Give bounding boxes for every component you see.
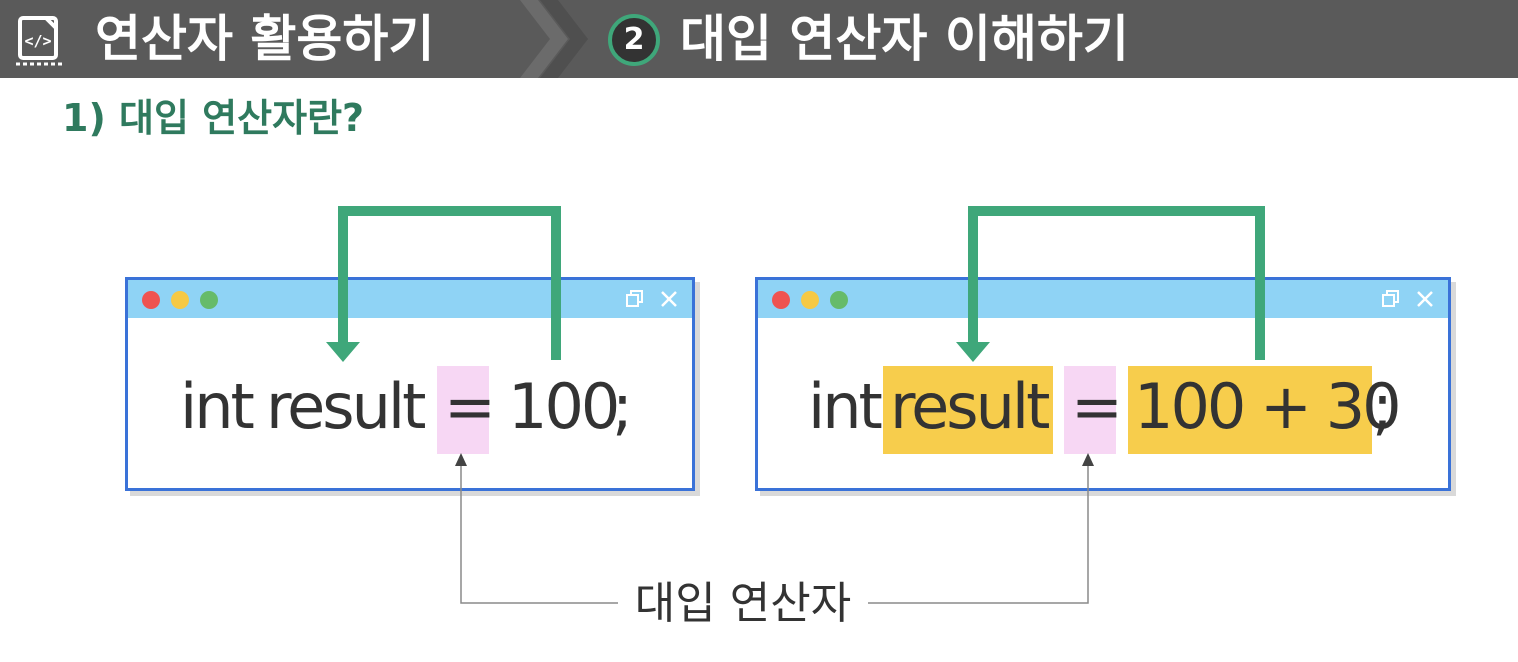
header-bar: </> 연산자 활용하기 2 대입 연산자 이해하기 [0,0,1518,78]
restore-icon [626,290,643,307]
code-value: 100 [508,370,620,443]
header-title: 연산자 활용하기 [95,10,435,68]
variable-highlight [883,366,1053,454]
close-icon [1417,291,1433,307]
maximize-dot-icon [200,291,218,309]
code-window-left: int result = 100 ; [125,277,695,491]
code-keyword-int: int [808,370,883,443]
restore-icon [1382,290,1399,307]
step-number-badge: 2 [608,14,660,66]
code-variable: result [890,370,1050,443]
code-window-right: int result = 100 + 30 ; [755,277,1451,491]
minimize-dot-icon [801,291,819,309]
step-title: 대입 연산자 이해하기 [680,10,1129,68]
expression-highlight [1128,366,1372,454]
svg-text:</>: </> [24,32,51,50]
close-dot-icon [142,291,160,309]
code-assignment-operator: = [444,370,496,443]
section-title: 1) 대입 연산자란? [62,96,365,140]
assignment-operator-caption: 대입 연산자 [618,572,868,636]
code-semicolon: ; [612,370,633,443]
close-dot-icon [772,291,790,309]
code-file-icon: </> [16,16,64,66]
code-assignment-operator: = [1071,370,1123,443]
operator-highlight [437,366,489,454]
code-semicolon: ; [1372,370,1393,443]
chevron-separator-icon [520,0,588,78]
maximize-dot-icon [830,291,848,309]
operator-highlight [1064,366,1116,454]
window-title-bar [128,280,692,318]
close-icon [661,291,677,307]
minimize-dot-icon [171,291,189,309]
window-title-bar [758,280,1448,318]
code-variable: result [266,370,426,443]
code-expression: 100 + 30 [1134,370,1402,443]
code-keyword-int: int [180,370,255,443]
